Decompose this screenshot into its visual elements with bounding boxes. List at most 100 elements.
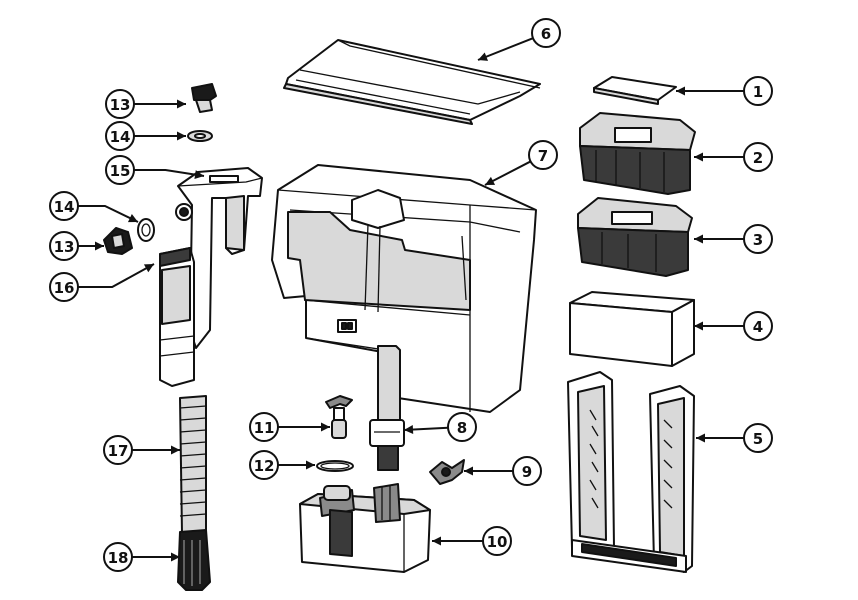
callout-number: 5 bbox=[753, 430, 763, 448]
callout-number: 17 bbox=[108, 442, 129, 460]
callout-number: 12 bbox=[254, 457, 275, 475]
part-8-stem bbox=[369, 345, 405, 471]
part-18-strainer bbox=[177, 529, 211, 591]
part-13-knob-left bbox=[103, 227, 133, 255]
callout-number: 14 bbox=[54, 198, 75, 216]
callout-number: 13 bbox=[54, 238, 75, 256]
callout-number: 13 bbox=[110, 96, 131, 114]
part-10-motor bbox=[299, 483, 431, 573]
callout-arrowhead bbox=[694, 321, 703, 331]
part-9-impeller bbox=[429, 459, 465, 485]
callout-arrowhead bbox=[404, 425, 414, 435]
callout-arrowhead bbox=[171, 445, 180, 455]
callout-circle bbox=[528, 140, 558, 170]
callout-5: 5 bbox=[696, 423, 773, 453]
callout-14b: 14 bbox=[49, 191, 139, 223]
part-2-cartridge bbox=[579, 112, 696, 195]
callout-number: 2 bbox=[753, 149, 763, 167]
callout-arrowhead bbox=[485, 176, 496, 185]
callout-arrowhead bbox=[694, 152, 703, 162]
callout-circle bbox=[249, 450, 279, 480]
callout-number: 7 bbox=[538, 147, 548, 165]
callout-arrowhead bbox=[95, 241, 104, 251]
callout-9: 9 bbox=[464, 456, 542, 486]
callout-number: 1 bbox=[753, 83, 763, 101]
callout-number: 3 bbox=[753, 231, 763, 249]
callout-3: 3 bbox=[694, 224, 773, 254]
callout-number: 9 bbox=[522, 463, 532, 481]
callout-15: 15 bbox=[105, 155, 205, 185]
part-5-frame bbox=[567, 371, 695, 573]
callout-leader bbox=[477, 37, 534, 61]
part-15-outlet bbox=[175, 167, 263, 349]
callout-leader bbox=[134, 169, 205, 177]
callout-circle bbox=[49, 191, 79, 221]
callout-16: 16 bbox=[49, 263, 155, 302]
callout-4: 4 bbox=[694, 311, 773, 341]
callout-13b: 13 bbox=[49, 231, 104, 261]
callout-circle bbox=[447, 412, 477, 442]
callout-arrowhead bbox=[478, 52, 489, 61]
callout-number: 15 bbox=[110, 162, 131, 180]
part-filter-housing bbox=[271, 164, 537, 413]
callout-number: 6 bbox=[541, 25, 551, 43]
callout-number: 4 bbox=[753, 318, 763, 336]
callout-8: 8 bbox=[403, 412, 477, 442]
callout-2: 2 bbox=[694, 142, 773, 172]
callout-circle bbox=[743, 224, 773, 254]
callout-arrowhead bbox=[676, 86, 685, 96]
callout-arrowhead bbox=[694, 234, 703, 244]
callout-11: 11 bbox=[249, 412, 330, 442]
callout-circle bbox=[512, 456, 542, 486]
callout-circle bbox=[105, 155, 135, 185]
callout-number: 10 bbox=[487, 533, 508, 551]
callout-arrowhead bbox=[143, 264, 154, 273]
part-16-tube-adapter bbox=[159, 247, 195, 387]
callout-7: 7 bbox=[484, 140, 558, 186]
callout-number: 11 bbox=[254, 419, 275, 437]
part-17-intake-tube bbox=[179, 395, 207, 535]
callout-6: 6 bbox=[477, 18, 561, 61]
part-14-washer-top bbox=[187, 130, 213, 142]
callout-leader bbox=[78, 205, 139, 223]
callout-18: 18 bbox=[103, 542, 180, 572]
callout-circle bbox=[743, 142, 773, 172]
callout-13a: 13 bbox=[105, 89, 186, 119]
callout-14a: 14 bbox=[105, 121, 186, 151]
callout-circle bbox=[743, 311, 773, 341]
callout-circle bbox=[105, 89, 135, 119]
callout-arrowhead bbox=[432, 536, 441, 546]
callout-10: 10 bbox=[432, 526, 512, 556]
callout-number: 18 bbox=[108, 549, 129, 567]
part-lid bbox=[283, 39, 541, 125]
callout-circle bbox=[482, 526, 512, 556]
part-12-oring bbox=[316, 460, 354, 472]
callout-leader bbox=[78, 263, 155, 288]
callout-circle bbox=[531, 18, 561, 48]
callout-circle bbox=[743, 423, 773, 453]
callout-circle bbox=[103, 435, 133, 465]
callout-arrowhead bbox=[321, 422, 330, 432]
part-1-pad bbox=[593, 76, 677, 105]
callout-circle bbox=[249, 412, 279, 442]
part-14-ring-left bbox=[137, 218, 155, 242]
part-11-impeller bbox=[325, 395, 353, 439]
callout-1: 1 bbox=[676, 76, 773, 106]
callout-12: 12 bbox=[249, 450, 315, 480]
callout-arrowhead bbox=[696, 433, 705, 443]
callout-circle bbox=[105, 121, 135, 151]
callout-arrowhead bbox=[464, 466, 473, 476]
callout-circle bbox=[49, 272, 79, 302]
part-13-knob-top bbox=[191, 83, 217, 113]
callout-arrowhead bbox=[177, 131, 186, 141]
callout-number: 8 bbox=[457, 419, 467, 437]
callout-arrowhead bbox=[127, 214, 138, 223]
callout-number: 16 bbox=[54, 279, 75, 297]
callout-arrowhead bbox=[306, 460, 315, 470]
callout-arrowhead bbox=[194, 170, 204, 180]
callout-circle bbox=[743, 76, 773, 106]
callout-17: 17 bbox=[103, 435, 180, 465]
